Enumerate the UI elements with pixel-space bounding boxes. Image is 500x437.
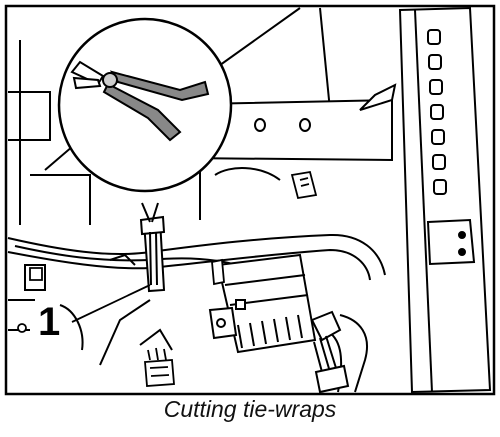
slotted-rail — [398, 6, 492, 394]
electrical-connector-icon — [208, 253, 350, 394]
figure-caption: Cutting tie-wraps — [163, 396, 337, 422]
callout-number: 1 — [38, 300, 61, 344]
callout-leader-line — [71, 284, 151, 323]
illustration-frame — [4, 4, 496, 396]
tie-wrap-icon — [139, 215, 166, 293]
small-connector — [290, 170, 318, 200]
lower-connector — [144, 347, 175, 387]
panel-fasteners — [17, 258, 225, 333]
diagonal-cutter-pliers-icon — [70, 60, 210, 142]
